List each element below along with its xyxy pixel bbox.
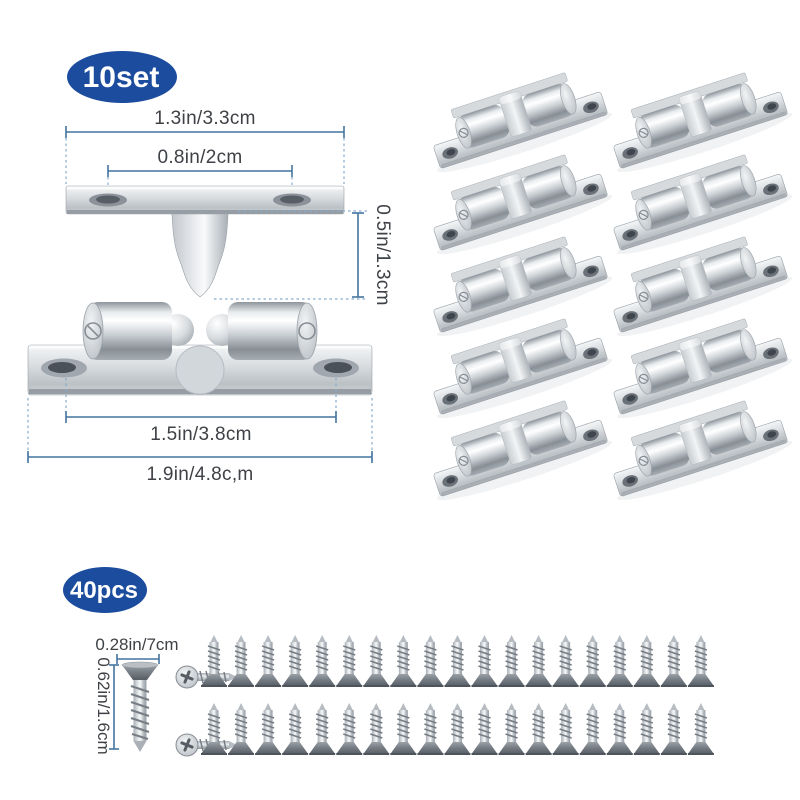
set-count-label: 10set: [83, 61, 160, 94]
screw-vertical: [687, 634, 715, 688]
screw-vertical: [335, 634, 364, 688]
ball-catch-photo: [599, 62, 796, 181]
pcs-count-label: 40pcs: [70, 577, 138, 604]
ball-catch-photo-large: [27, 302, 373, 396]
screw-vertical: [308, 702, 337, 756]
screw-rows: [174, 634, 715, 758]
screw-vertical: [470, 634, 499, 688]
badge-ellipse: [67, 51, 177, 103]
screw-vertical: [578, 702, 607, 756]
screw-vertical: [281, 634, 309, 688]
screw-vertical: [497, 634, 526, 688]
screw-vertical: [335, 702, 364, 756]
dim-catch-length: 1.9in/4.8c,m: [27, 398, 373, 485]
catch-grid: [419, 62, 796, 509]
screw-vertical: [497, 702, 526, 756]
screw-vertical: [362, 634, 391, 688]
screw-vertical: [443, 702, 472, 756]
screw-large-icon: [121, 661, 159, 752]
dim-catch-hole-spacing: 1.5in/3.8cm: [65, 378, 337, 445]
dim-strike-plate-height: 0.5in/1.3cm: [214, 204, 393, 306]
set-count-badge: 10set: [67, 51, 177, 103]
screw-vertical: [443, 634, 472, 688]
screw-vertical: [632, 702, 661, 756]
screw-vertical: [524, 634, 553, 688]
badge-ellipse: [63, 567, 147, 613]
pcs-count-badge: 40pcs: [63, 567, 147, 613]
strike-plate-tongue: [171, 213, 229, 298]
screw-vertical: [524, 702, 553, 756]
screw-vertical: [605, 702, 634, 756]
screw-vertical: [605, 634, 634, 688]
strike-plate-photo: [65, 185, 345, 298]
catch-roller-left: [88, 302, 172, 360]
screw-vertical: [362, 702, 391, 756]
screw-vertical: [578, 634, 607, 688]
screw-vertical: [254, 702, 282, 756]
screw-vertical: [470, 702, 499, 756]
dim-label: 1.5in/3.8cm: [150, 424, 252, 445]
screw-vertical: [308, 634, 337, 688]
screw-vertical: [632, 634, 661, 688]
screw-vertical: [659, 702, 688, 756]
dim-label: 0.8in/2cm: [157, 147, 242, 168]
screw-vertical: [659, 634, 688, 688]
screw-vertical: [389, 634, 418, 688]
screw-detail: 0.28in/7cm 0.62in/1.6cm: [94, 635, 179, 755]
dim-strike-plate-width: 1.3in/3.3cm: [65, 108, 345, 184]
screw-vertical: [254, 634, 282, 688]
catch-roller-right: [228, 302, 312, 360]
screw-vertical: [687, 702, 715, 756]
screw-vertical: [416, 634, 445, 688]
dim-label: 0.28in/7cm: [95, 635, 178, 654]
screw-vertical: [281, 702, 309, 756]
dim-label: 0.62in/1.6cm: [94, 657, 113, 754]
screw-vertical: [551, 702, 580, 756]
screw-vertical: [551, 634, 580, 688]
dim-label: 0.5in/1.3cm: [372, 204, 393, 306]
ball-catch-photo: [419, 62, 616, 181]
dim-label: 1.9in/4.8c,m: [146, 464, 253, 485]
dim-label: 1.3in/3.3cm: [154, 108, 256, 129]
catch-center-disc: [175, 345, 225, 395]
screw-vertical: [416, 702, 445, 756]
screw-vertical: [389, 702, 418, 756]
